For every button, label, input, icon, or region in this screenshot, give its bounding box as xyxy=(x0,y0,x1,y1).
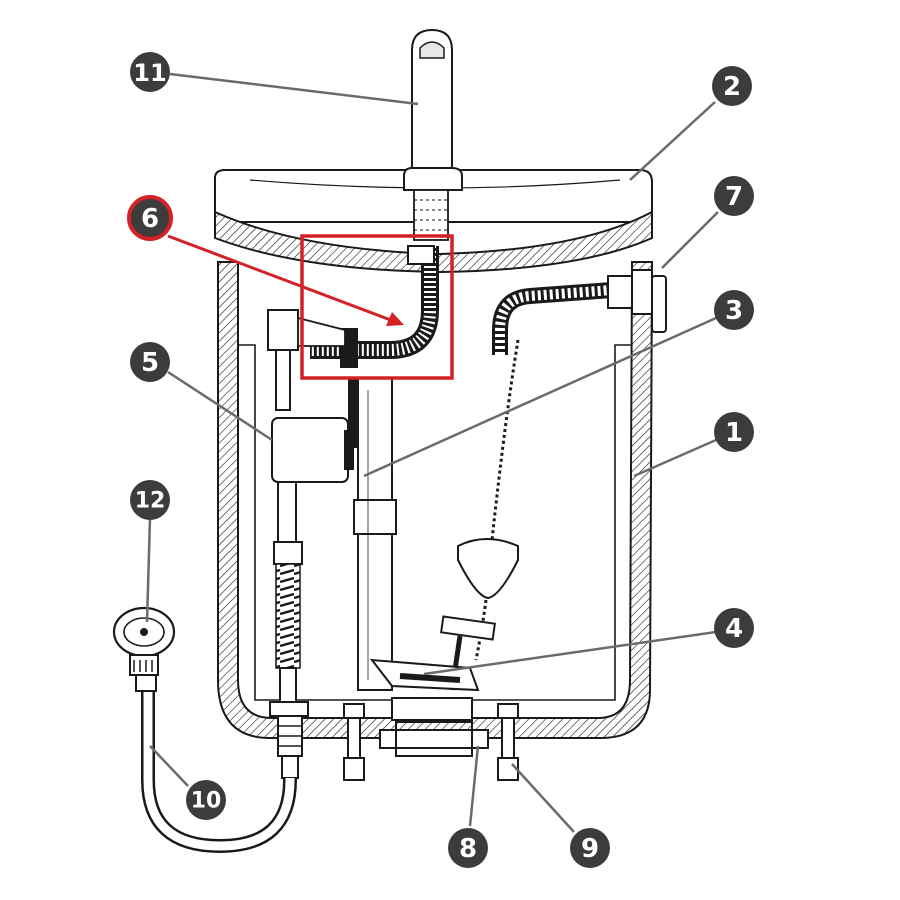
highlight-box xyxy=(300,234,454,380)
callout-10: 10 xyxy=(186,780,226,820)
callout-8-label: 8 xyxy=(459,834,477,864)
callout-10-label: 10 xyxy=(191,789,222,814)
callout-5: 5 xyxy=(130,342,170,382)
leader-8 xyxy=(468,745,480,827)
highlight-arrow xyxy=(167,234,404,326)
callout-9: 9 xyxy=(570,828,610,868)
overflow-pipe xyxy=(348,377,397,691)
callout-1-label: 1 xyxy=(725,418,743,448)
callout-2-label: 2 xyxy=(723,72,741,102)
callout-1: 1 xyxy=(714,412,754,452)
callout-6: 6 xyxy=(127,195,173,241)
tank-bolts xyxy=(343,703,519,781)
leader-7 xyxy=(661,211,719,269)
leader-12 xyxy=(145,517,152,623)
callout-12: 12 xyxy=(130,480,170,520)
chain-and-float xyxy=(457,339,520,661)
callout-3-label: 3 xyxy=(725,296,743,326)
callout-11: 11 xyxy=(130,52,170,92)
leader-4 xyxy=(423,630,717,676)
callout-7-label: 7 xyxy=(725,182,743,212)
supply-hose xyxy=(141,690,297,854)
callout-6-label: 6 xyxy=(141,204,159,234)
callout-8: 8 xyxy=(448,828,488,868)
callout-12-label: 12 xyxy=(135,489,166,514)
callout-4: 4 xyxy=(714,608,754,648)
leader-11 xyxy=(169,72,419,106)
callout-7: 7 xyxy=(714,176,754,216)
callout-4-label: 4 xyxy=(725,614,743,644)
callout-5-label: 5 xyxy=(141,348,159,378)
callout-2: 2 xyxy=(712,66,752,106)
leader-9 xyxy=(511,763,575,833)
faucet-spout xyxy=(403,28,463,241)
callout-11-label: 11 xyxy=(133,59,166,87)
callout-9-label: 9 xyxy=(581,834,599,864)
push-button-mount xyxy=(492,269,667,355)
fill-valve xyxy=(267,309,354,779)
leader-1 xyxy=(633,438,717,478)
leader-5 xyxy=(167,370,273,442)
callout-3: 3 xyxy=(714,290,754,330)
leader-2 xyxy=(629,101,716,181)
callout-badges: 11 2 7 6 3 5 1 12 xyxy=(127,52,754,868)
leader-10 xyxy=(149,745,189,787)
leader-lines xyxy=(145,72,719,833)
leader-3 xyxy=(363,316,717,478)
drain-seal xyxy=(379,721,489,757)
shut-off-valve xyxy=(112,606,176,692)
